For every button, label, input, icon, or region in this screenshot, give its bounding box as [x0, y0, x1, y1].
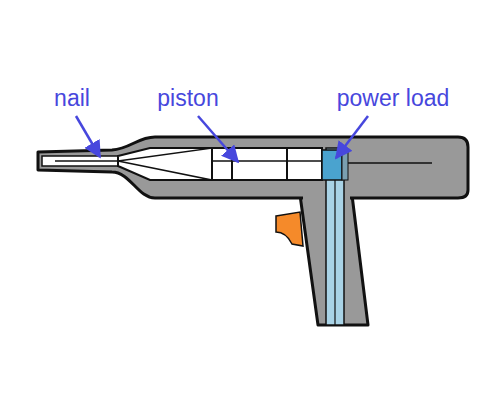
piston-stop	[286, 148, 288, 180]
leader-arrow	[336, 116, 368, 158]
firing-rod	[348, 162, 432, 164]
nail-shaft	[55, 160, 118, 162]
leader-arrow	[76, 116, 100, 157]
strip-divider	[334, 180, 335, 325]
part-label: power load	[337, 87, 450, 110]
gun-body	[38, 137, 468, 198]
part-label: piston	[157, 87, 218, 110]
nozzle-channel	[42, 156, 118, 166]
part-label: nail	[54, 87, 90, 110]
trigger	[276, 212, 303, 246]
breech-block	[342, 150, 348, 180]
piston-plate	[211, 148, 213, 180]
piston-head	[118, 148, 212, 180]
chamber	[118, 148, 322, 180]
leader-arrow	[198, 116, 238, 162]
piston-rod	[212, 160, 322, 162]
